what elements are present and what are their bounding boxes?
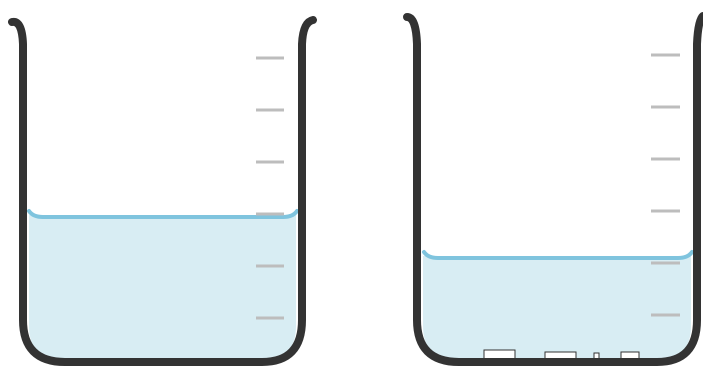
beaker-right xyxy=(407,16,703,362)
beaker-right-liquid xyxy=(423,256,691,360)
beaker-right-liquid-surface xyxy=(424,252,692,258)
beaker-left-liquid xyxy=(29,215,296,360)
beaker-left xyxy=(12,20,313,362)
